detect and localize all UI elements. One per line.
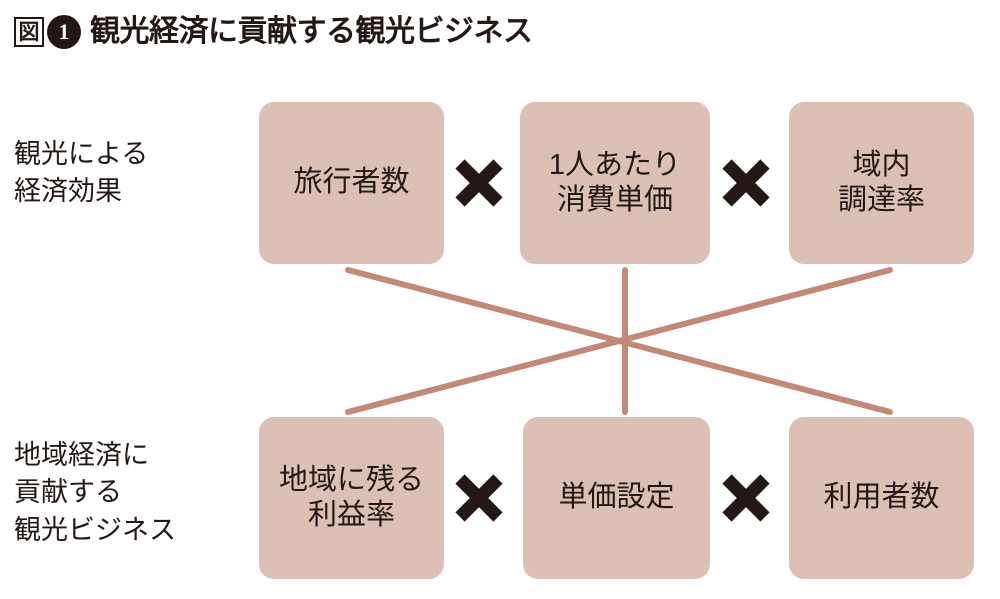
node-box-user-count[interactable]: 利用者数 <box>789 417 974 579</box>
node-box-travelers[interactable]: 旅行者数 <box>259 102 444 264</box>
node-box-local-procurement[interactable]: 域内 調達率 <box>789 102 974 264</box>
row-label-tourism-effect: 観光による 経済効果 <box>14 139 149 207</box>
page-title: 観光経済に貢献する観光ビジネス <box>90 15 533 48</box>
connector-tr-bl <box>345 267 893 415</box>
node-box-price-setting[interactable]: 単価設定 <box>523 417 710 579</box>
connector-tl-br <box>345 267 893 415</box>
figure-title-row: 図 1 観光経済に貢献する観光ビジネス <box>14 10 533 54</box>
node-box-local-profit-rate[interactable]: 地域に残る 利益率 <box>259 417 444 579</box>
multiply-icon <box>452 471 506 525</box>
figure-badge-number: 1 <box>47 15 81 49</box>
multiply-icon <box>719 156 773 210</box>
node-box-unit-spend[interactable]: 1人あたり 消費単価 <box>520 102 710 264</box>
figure-badge-label: 図 <box>14 17 44 47</box>
multiply-icon <box>719 471 773 525</box>
row-label-local-business: 地域経済に 貢献する 観光ビジネス <box>14 440 176 545</box>
multiply-icon <box>452 156 506 210</box>
